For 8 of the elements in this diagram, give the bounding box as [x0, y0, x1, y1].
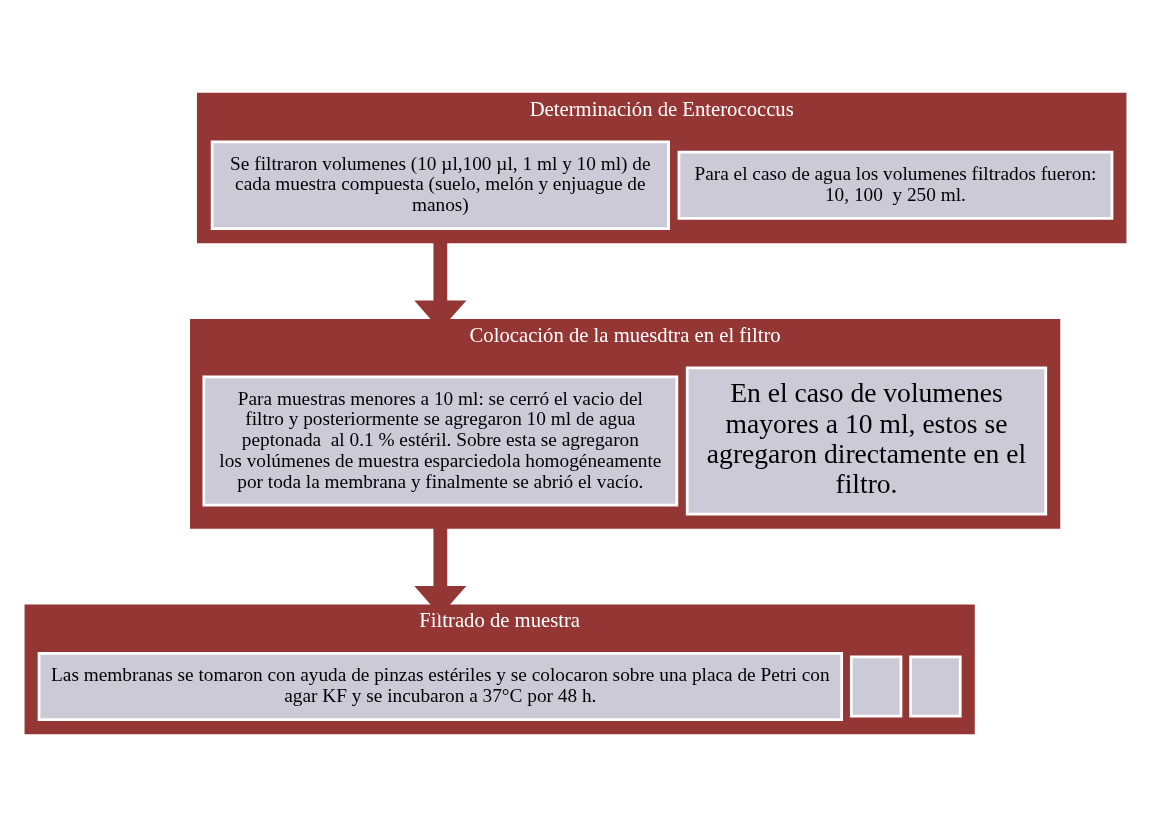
node-box: Para muestras menores a 10 ml: se cerró el vacio del filtro y posteriormente se agregaron 10 ml de agua peptonada al 0.1 % estéril. Sobre esta se agregaron los volúmenes de muestra esparciedola homogéneamente por toda la membrana y finalmente se abrió el vacío.	[202, 375, 679, 507]
node-box: Se filtraron volumenes (10 µl,100 µl, 1 ml y 10 ml) de cada muestra compuesta (suelo, melón y enjuague de manos)	[210, 139, 670, 230]
node-box	[849, 655, 903, 718]
arrow	[414, 527, 467, 616]
node-box: Las membranas se tomaron con ayuda de pinzas estériles y se colocaron sobre una placa de Petri con agar KF y se incubaron a 37°C por 48 h.	[37, 651, 844, 721]
node-box: En el caso de volumenes mayores a 10 ml, estos se agregaron directamente en el filtro.	[685, 366, 1048, 516]
node-box: Para el caso de agua los volumenes filtrados fueron: 10, 100 y 250 ml.	[677, 150, 1114, 220]
node-box	[909, 655, 962, 718]
